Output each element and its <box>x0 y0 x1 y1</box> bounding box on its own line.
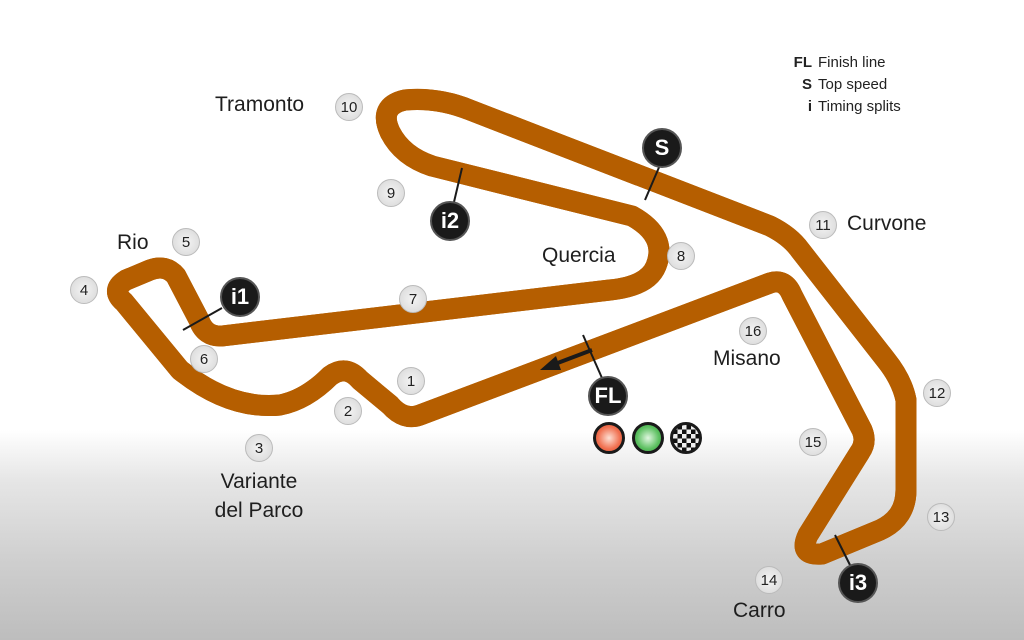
corner-9: 9 <box>377 179 405 207</box>
label-quercia: Quercia <box>542 244 616 267</box>
legend-key: i <box>807 98 812 115</box>
green-light-icon <box>632 422 664 454</box>
label-rio: Rio <box>117 231 149 254</box>
corner-14: 14 <box>755 566 783 594</box>
label-del-parco: del Parco <box>214 499 304 522</box>
corner-11: 11 <box>809 211 837 239</box>
label-curvone: Curvone <box>847 212 927 235</box>
s-connector <box>644 164 661 201</box>
legend-item: S Top speed <box>790 74 901 96</box>
corner-8: 8 <box>667 242 695 270</box>
corner-1: 1 <box>397 367 425 395</box>
fl-connector <box>582 334 603 379</box>
legend-text: Finish line <box>818 54 886 71</box>
legend-text: Top speed <box>818 76 888 93</box>
top-speed-marker: S <box>642 128 682 168</box>
finish-line-marker: FL <box>588 376 628 416</box>
corner-4: 4 <box>70 276 98 304</box>
timing-split-i1-marker: i1 <box>220 277 260 317</box>
red-light-icon <box>593 422 625 454</box>
label-tramonto: Tramonto <box>215 93 305 116</box>
corner-15: 15 <box>799 428 827 456</box>
legend-item: i Timing splits <box>790 96 901 118</box>
corner-5: 5 <box>172 228 200 256</box>
checkered-flag-icon <box>670 422 702 454</box>
label-misano: Misano <box>713 347 781 370</box>
timing-split-i2-marker: i2 <box>430 201 470 241</box>
corner-6: 6 <box>190 345 218 373</box>
label-carro: Carro <box>733 599 786 622</box>
legend: FL Finish line S Top speed i Timing splits <box>790 52 901 118</box>
i1-connector <box>182 307 223 331</box>
marker-connectors <box>182 164 851 566</box>
corner-3: 3 <box>245 434 273 462</box>
legend-item: FL Finish line <box>790 52 901 74</box>
label-variante-line1: Variante <box>220 470 298 493</box>
corner-10: 10 <box>335 93 363 121</box>
corner-13: 13 <box>927 503 955 531</box>
corner-2: 2 <box>334 397 362 425</box>
corner-12: 12 <box>923 379 951 407</box>
direction-arrow <box>540 348 593 370</box>
legend-text: Timing splits <box>818 98 901 115</box>
corner-16: 16 <box>739 317 767 345</box>
timing-split-i3-marker: i3 <box>838 563 878 603</box>
label-variante: Variante <box>213 467 305 496</box>
legend-key: FL <box>793 54 812 71</box>
corner-7: 7 <box>399 285 427 313</box>
i2-connector <box>453 167 463 203</box>
legend-key: S <box>801 76 812 93</box>
i3-connector <box>834 534 851 566</box>
